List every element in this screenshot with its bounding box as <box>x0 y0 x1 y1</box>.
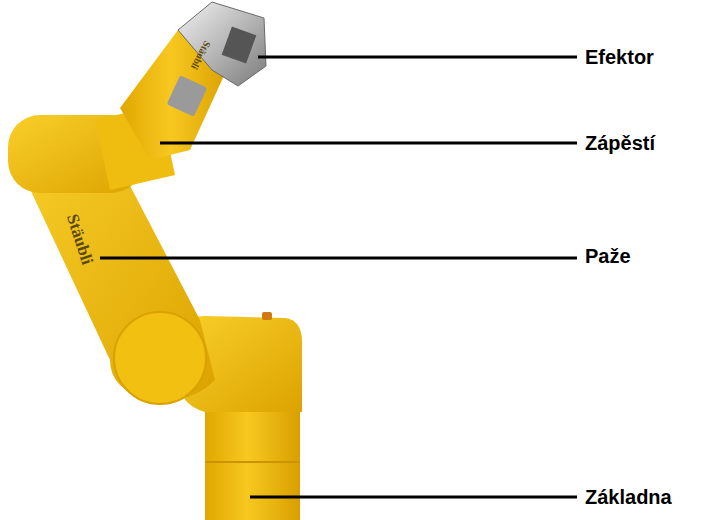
part-label: Efektor <box>585 47 654 67</box>
leader-line <box>258 56 577 59</box>
shoulder-joint <box>114 312 206 404</box>
part-label: Paže <box>585 246 631 266</box>
wrist-plate <box>167 75 208 117</box>
leader-line <box>100 257 577 260</box>
part-label: Základna <box>585 487 672 507</box>
part-label: Zápěstí <box>585 133 655 153</box>
status-lamp <box>262 312 272 320</box>
gripper-jaw <box>222 26 257 63</box>
base-column <box>205 400 300 520</box>
brand-logo: Stäubli <box>189 39 212 71</box>
brand-logo: Stäubli <box>64 212 96 267</box>
gripper <box>178 2 266 86</box>
leader-line <box>250 496 577 499</box>
base-seam <box>205 461 300 463</box>
leader-line <box>160 142 577 145</box>
